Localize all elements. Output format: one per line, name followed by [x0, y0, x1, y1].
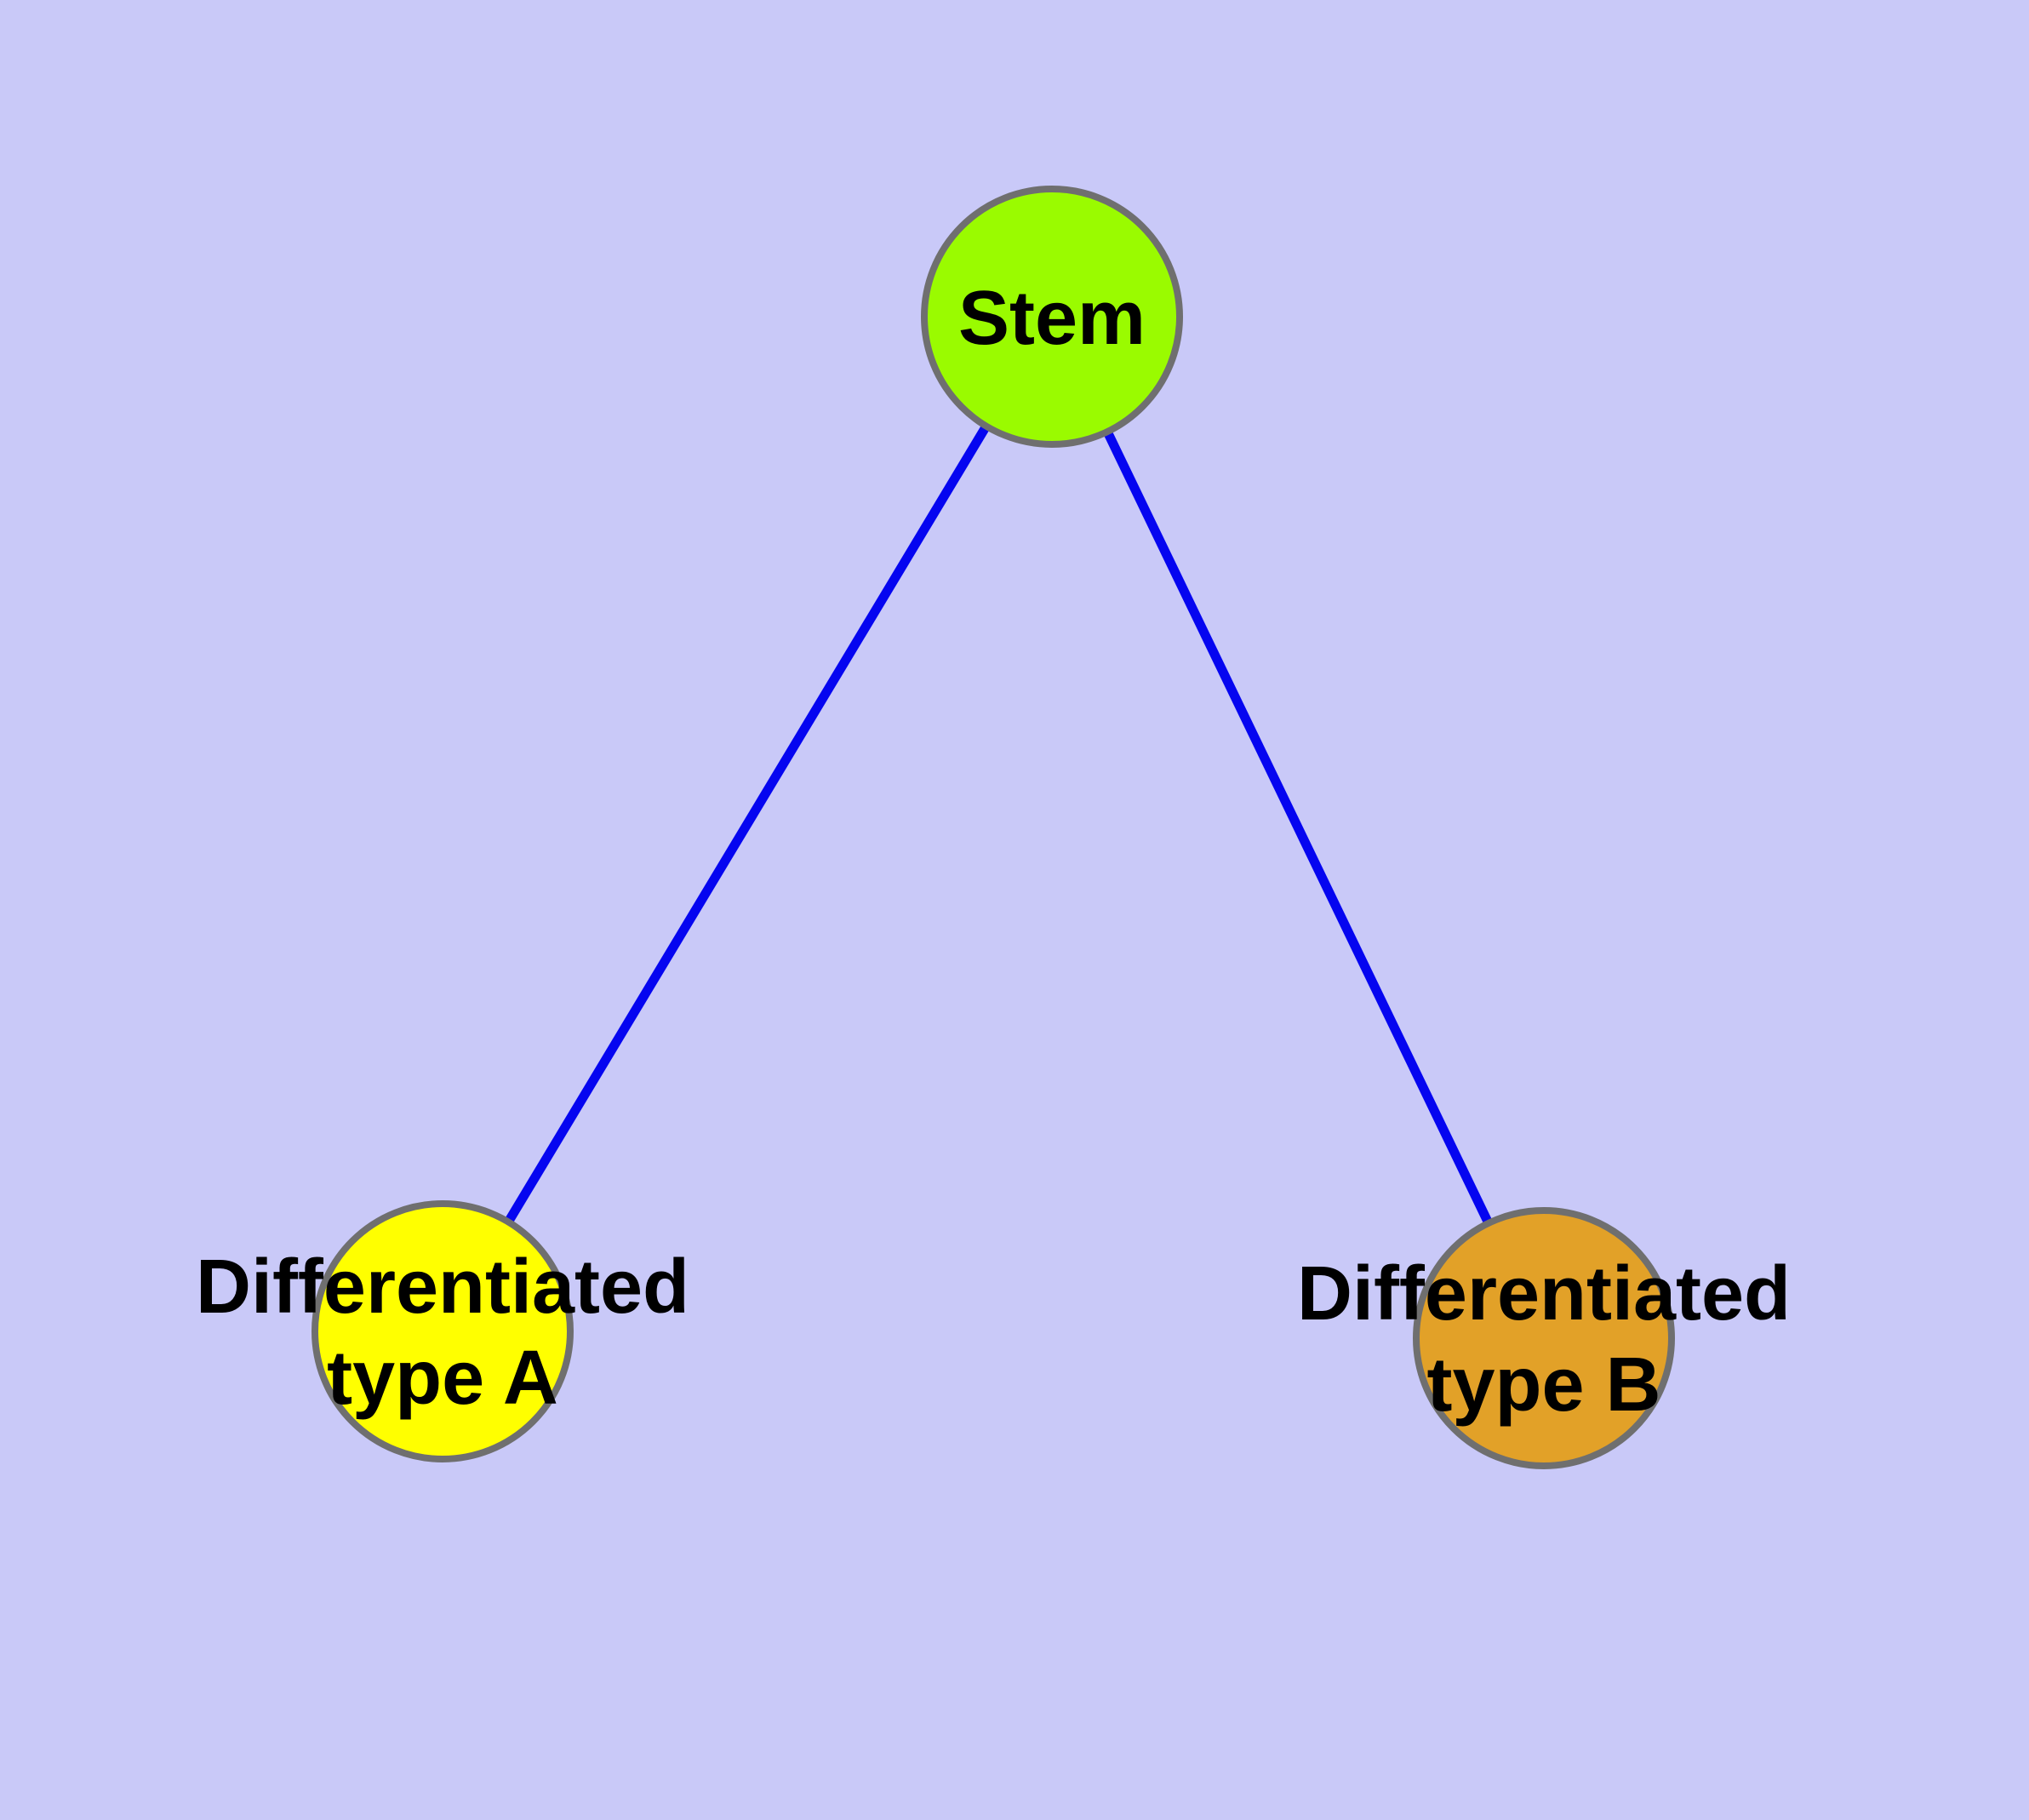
node-label-line: type A [327, 1336, 558, 1421]
node-diff-a [311, 1200, 574, 1462]
node-diff-b [1413, 1207, 1675, 1469]
node-label-line: Stem [958, 276, 1146, 361]
edge-stem-to-diff-a [438, 314, 1056, 1334]
node-stem [921, 186, 1183, 448]
node-label-stem: Stem [958, 276, 1146, 361]
node-label-line: Differentiated [1297, 1251, 1791, 1336]
edge-stem-to-diff-b [1048, 314, 1548, 1341]
node-label-line: Differentiated [196, 1245, 689, 1330]
node-label-line: type B [1426, 1342, 1660, 1428]
